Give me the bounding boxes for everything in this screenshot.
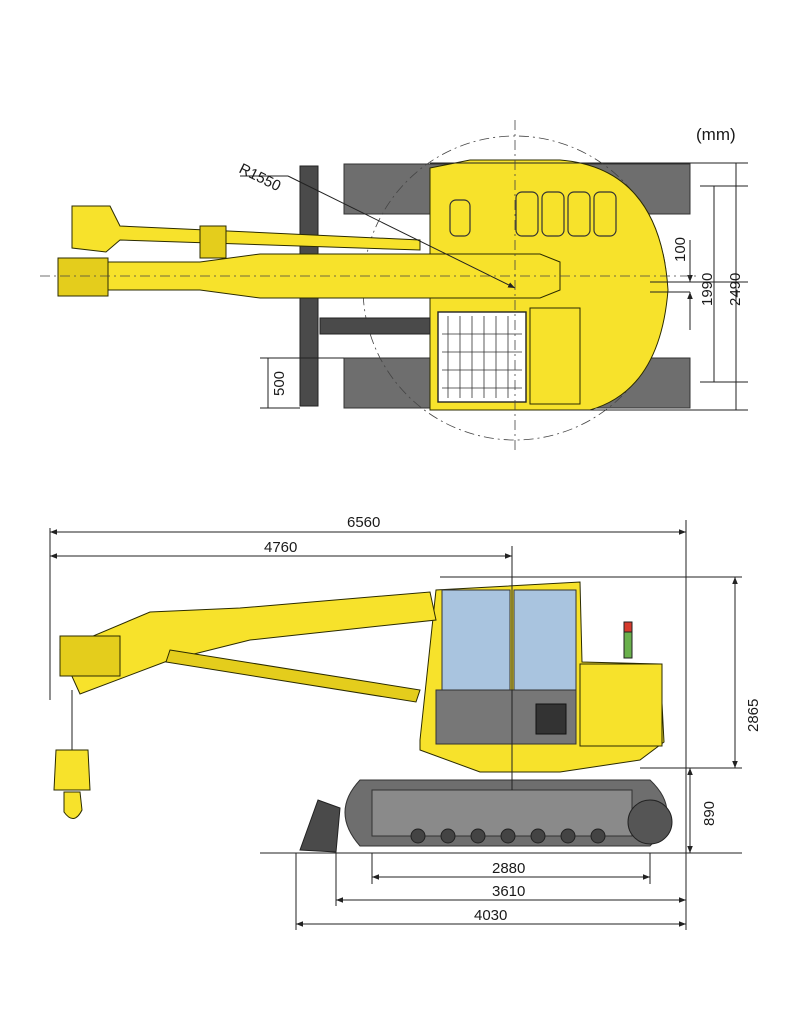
dim-6560-label: 6560	[347, 514, 380, 531]
drive-sprocket	[627, 799, 673, 845]
side-boom	[59, 591, 437, 695]
side-vent	[535, 703, 567, 735]
top-cage-grid	[442, 316, 522, 398]
side-view: 6560 4760 2865 890 2880 3610 4030	[49, 514, 762, 930]
dim-1990-label: 1990	[699, 273, 716, 306]
side-engine-cover	[579, 663, 663, 747]
dim-2490-label: 2490	[727, 273, 744, 306]
side-blade	[299, 799, 341, 853]
top-view: R1550 100 1990 2490 500	[40, 120, 748, 450]
track-rollers	[410, 828, 606, 844]
top-cab-windows	[449, 191, 617, 237]
hook	[63, 791, 83, 819]
hook-block	[53, 749, 91, 791]
dim-100-label: 100	[672, 237, 689, 262]
top-boom-joint	[199, 225, 227, 259]
dim-4030-label: 4030	[474, 907, 507, 924]
units-label: (mm)	[696, 125, 736, 144]
side-boom-head	[59, 635, 121, 677]
side-cab-glass-front	[441, 589, 511, 691]
side-cab-glass-rear	[513, 589, 577, 691]
dim-500-label: 500	[271, 371, 288, 396]
dim-3610-label: 3610	[492, 883, 525, 900]
dim-890-label: 890	[701, 801, 718, 826]
dim-2865-label: 2865	[745, 699, 762, 732]
dim-4760-label: 4760	[264, 539, 297, 556]
top-engine-cage	[437, 311, 527, 403]
top-outrigger	[319, 317, 431, 335]
side-boom-cylinder	[165, 649, 421, 703]
radius-label: R1550	[236, 160, 283, 195]
dim-2880-label: 2880	[492, 860, 525, 877]
top-counter-panel	[529, 307, 581, 405]
side-track-frame	[371, 789, 633, 837]
top-boom-tip	[57, 257, 109, 297]
top-boom-upper	[71, 205, 421, 253]
